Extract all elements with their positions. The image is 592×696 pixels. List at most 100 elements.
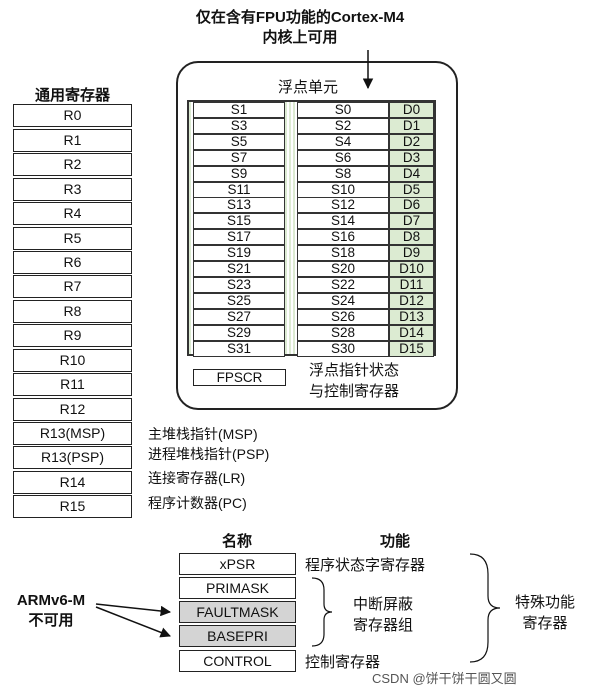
general-register-2: R2: [13, 153, 132, 176]
fpu-label: 浮点单元: [278, 79, 339, 96]
fpscr-register: FPSCR: [193, 369, 286, 386]
fpu-single-odd: S23: [193, 276, 285, 293]
general-register-0: R0: [13, 104, 132, 127]
fpu-single-odd: S27: [193, 308, 285, 325]
fpu-single-odd: S9: [193, 165, 285, 182]
primask-register: PRIMASK: [179, 577, 296, 599]
general-register-15: R14: [13, 471, 132, 494]
fpu-single-odd: S25: [193, 292, 285, 309]
psp-description: 进程堆栈指针(PSP): [148, 446, 270, 462]
control-register: CONTROL: [179, 650, 296, 672]
general-register-6: R6: [13, 251, 132, 274]
fpu-single-even: S4: [297, 133, 389, 150]
fpu-single-even: S26: [297, 308, 389, 325]
col-func-heading: 功能: [380, 533, 411, 550]
fpscr-description: 浮点指针状态 与控制寄存器: [309, 360, 399, 402]
general-register-9: R9: [13, 324, 132, 347]
special-line2: 寄存器: [522, 615, 568, 632]
general-register-3: R3: [13, 178, 132, 201]
general-registers-heading: 通用寄存器: [34, 87, 110, 104]
fpu-single-even: S6: [297, 149, 389, 166]
fpu-double: D5: [389, 181, 434, 198]
pc-description: 程序计数器(PC): [148, 495, 247, 511]
fpu-single-even: S0: [297, 102, 389, 118]
armv6-line2: 不可用: [28, 612, 74, 629]
general-register-4: R4: [13, 202, 132, 225]
fpu-single-odd: S17: [193, 229, 285, 246]
special-registers-brace: [469, 553, 501, 663]
fpu-single-even: S8: [297, 165, 389, 182]
interrupt-mask-brace: [311, 577, 333, 647]
general-register-12: R12: [13, 398, 132, 421]
fpu-double: D4: [389, 165, 434, 182]
fpu-single-odd: S31: [193, 340, 285, 357]
fpu-availability-note: 仅在含有FPU功能的Cortex-M4 内核上可用: [180, 8, 420, 48]
armv6-arrow-basepri: [95, 606, 171, 638]
int-mask-line2: 寄存器组: [352, 617, 413, 634]
fpu-double: D6: [389, 197, 434, 214]
fpu-double: D14: [389, 324, 434, 341]
fpu-double: D10: [389, 261, 434, 277]
fpu-double: D7: [389, 213, 434, 230]
fpu-single-odd: S11: [193, 181, 285, 198]
interrupt-mask-group-label: 中断屏蔽 寄存器组: [338, 594, 428, 636]
special-line1: 特殊功能: [514, 594, 575, 611]
fpu-single-even: S2: [297, 117, 389, 134]
general-register-14: R13(PSP): [13, 446, 132, 469]
fpu-single-odd: S19: [193, 245, 285, 262]
fpu-single-odd: S1: [193, 102, 285, 118]
special-function-registers-label: 特殊功能 寄存器: [505, 592, 585, 634]
fpu-double: D9: [389, 245, 434, 262]
fpu-single-even: S28: [297, 324, 389, 341]
lr-description: 连接寄存器(LR): [148, 470, 246, 486]
fpscr-desc-line2: 与控制寄存器: [309, 383, 400, 400]
armv6-line1: ARMv6-M: [16, 592, 86, 609]
fpu-double: D1: [389, 117, 434, 134]
general-register-13: R13(MSP): [13, 422, 132, 445]
faultmask-register: FAULTMASK: [179, 601, 296, 623]
xpsr-register: xPSR: [179, 553, 296, 575]
fpu-single-even: S12: [297, 197, 389, 214]
general-register-1: R1: [13, 129, 132, 152]
basepri-register: BASEPRI: [179, 625, 296, 647]
general-register-16: R15: [13, 495, 132, 518]
fpu-single-odd: S29: [193, 324, 285, 341]
fpu-single-even: S20: [297, 261, 389, 277]
fpu-double: D0: [389, 102, 434, 118]
fpu-single-odd: S7: [193, 149, 285, 166]
fpu-double: D2: [389, 133, 434, 150]
fpu-single-even: S14: [297, 213, 389, 230]
fpu-single-odd: S3: [193, 117, 285, 134]
control-description: 控制寄存器: [305, 654, 381, 671]
xpsr-description: 程序状态字寄存器: [305, 557, 426, 574]
msp-description: 主堆栈指针(MSP): [148, 426, 258, 442]
int-mask-line1: 中断屏蔽: [352, 596, 413, 613]
general-register-11: R11: [13, 373, 132, 396]
fpu-single-odd: S5: [193, 133, 285, 150]
title-line2: 内核上可用: [262, 29, 338, 46]
armv6-arrow-faultmask: [95, 603, 172, 617]
fpu-single-odd: S13: [193, 197, 285, 214]
fpu-single-even: S16: [297, 229, 389, 246]
fpu-double: D12: [389, 292, 434, 309]
fpu-double: D15: [389, 340, 434, 357]
fpu-single-even: S24: [297, 292, 389, 309]
title-line1: 仅在含有FPU功能的Cortex-M4: [195, 9, 405, 26]
fpu-double: D13: [389, 308, 434, 325]
general-register-5: R5: [13, 227, 132, 250]
